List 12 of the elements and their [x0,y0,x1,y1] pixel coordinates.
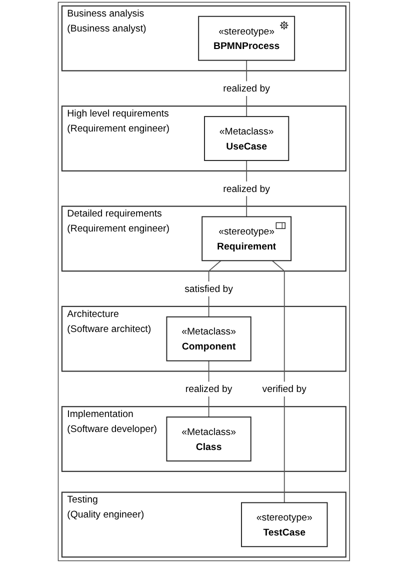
node-box: «stereotype» TestCase [240,502,328,548]
node-box: «Metaclass» Class [166,416,251,462]
connector [271,260,284,504]
edge-label: realized by [222,82,270,94]
edge-label: realized by [184,383,232,394]
edge-label: realized by [222,182,270,194]
edge-label: verified by [262,383,306,394]
node-box: «stereotype» BPMNProcess [198,16,295,61]
node-box: «Metaclass» Component [166,316,251,362]
node-box: «Metaclass» UseCase [204,116,289,161]
node-box: «stereotype» Requirement [201,216,292,262]
edge-label: satisfied by [184,282,233,294]
